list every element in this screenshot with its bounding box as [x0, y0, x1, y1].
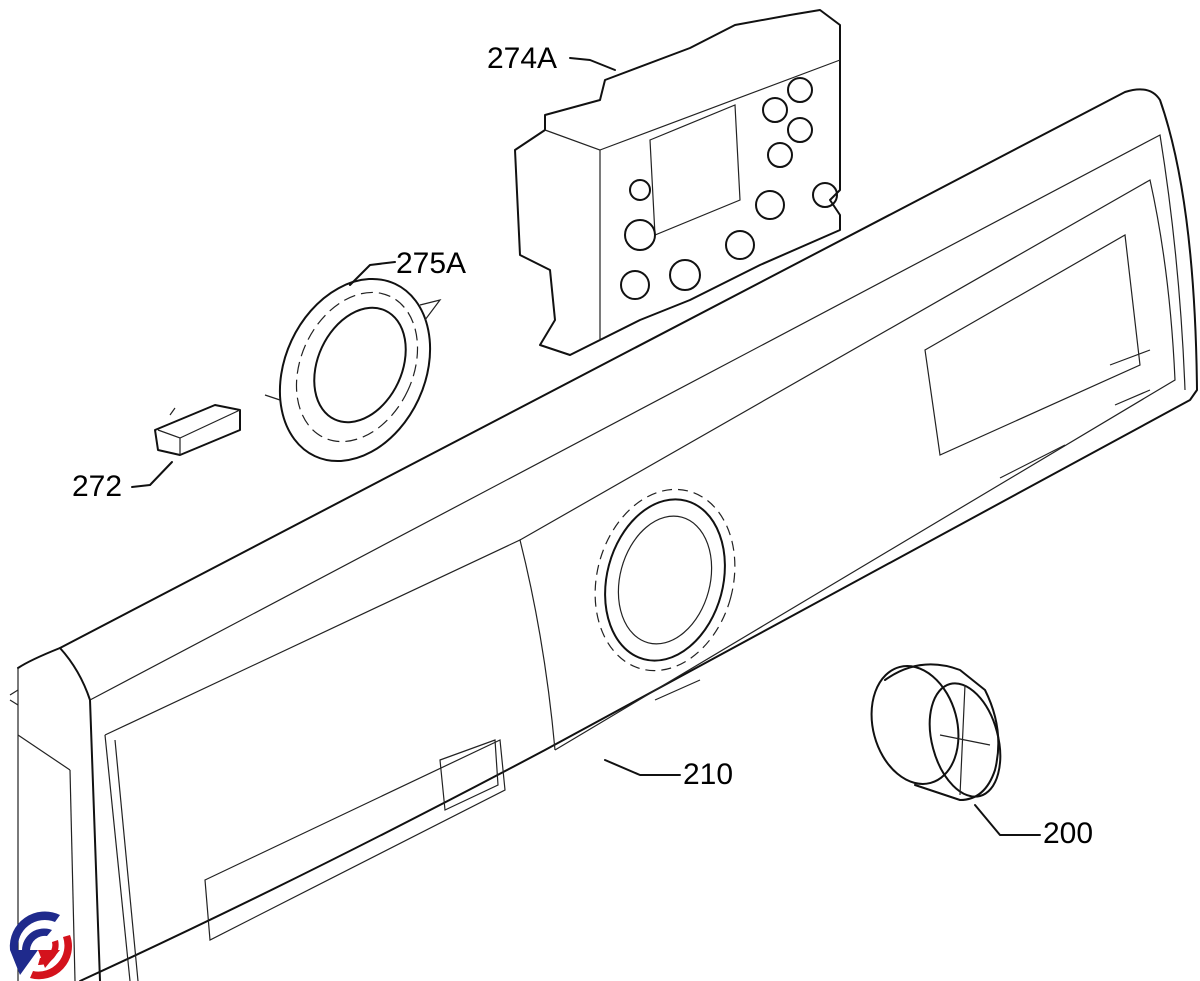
part-label-272: 272: [72, 470, 123, 503]
part-label-210: 210: [683, 758, 734, 791]
control-board-274A: [514, 9, 841, 356]
brand-logo: [9, 911, 72, 980]
selector-knob-200: [870, 663, 1002, 801]
leader-lines: [131, 57, 1041, 836]
part-label-200: 200: [1043, 817, 1094, 850]
part-label-274A: 274A: [487, 42, 558, 75]
control-panel-210: [9, 88, 1198, 981]
part-label-275A: 275A: [396, 247, 467, 280]
light-ring-275A: [264, 277, 442, 463]
push-button-272: [154, 404, 241, 456]
